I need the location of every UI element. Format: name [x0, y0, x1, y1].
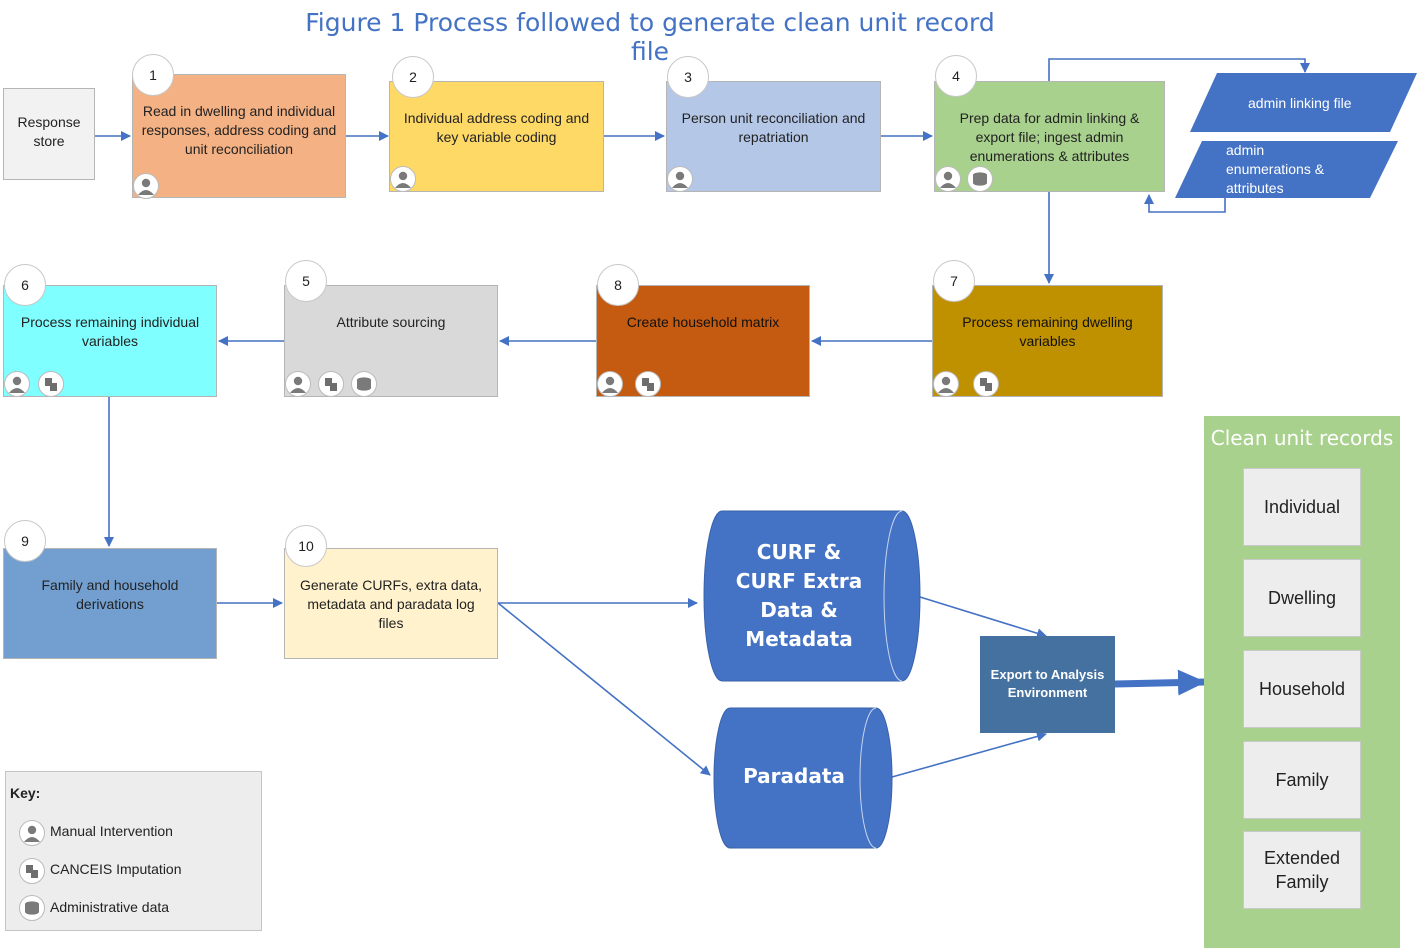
record-dwelling: Dwelling: [1243, 559, 1361, 637]
person-icon: [935, 166, 961, 192]
step-10-text: Generate CURFs, extra data, metadata and…: [299, 577, 483, 631]
database-icon: [19, 895, 45, 921]
record-extended-family: Extended Family: [1243, 831, 1361, 909]
step-2-box: Individual address coding and key variab…: [389, 81, 604, 192]
person-icon: [133, 173, 159, 199]
arrow-export-to-clean: [1114, 669, 1206, 696]
person-icon: [597, 371, 623, 397]
legend-key: Key: Manual Intervention CANCEIS Imputat…: [5, 771, 262, 931]
person-icon: [19, 820, 45, 846]
key-title: Key:: [10, 785, 41, 801]
step-7-box: Process remaining dwelling variables: [932, 285, 1163, 397]
step-8-number: 8: [597, 264, 639, 306]
step-8-text: Create household matrix: [626, 314, 780, 330]
figure-title: Figure 1 Process followed to generate cl…: [305, 8, 995, 66]
record-family: Family: [1243, 741, 1361, 819]
database-icon: [967, 166, 993, 192]
imputation-icon: [973, 371, 999, 397]
step-3-box: Person unit reconciliation and repatriat…: [666, 81, 881, 192]
step-7-number: 7: [933, 260, 975, 302]
admin-linking-file-shape: [1190, 73, 1417, 132]
admin-linking-file-label: admin linking file: [1248, 95, 1352, 111]
person-icon: [667, 166, 693, 192]
step-4-number: 4: [935, 55, 977, 97]
step-7-text: Process remaining dwelling variables: [962, 314, 1133, 349]
step-9-number: 9: [4, 520, 46, 562]
step-6-text: Process remaining individual variables: [20, 314, 200, 349]
step-6-box: Process remaining individual variables: [3, 285, 217, 397]
step-5-text: Attribute sourcing: [336, 314, 446, 330]
curf-cylinder-label: CURF & CURF Extra Data & Metadata: [735, 540, 863, 651]
step-9-box: Family and household derivations: [3, 548, 217, 659]
person-icon: [4, 371, 30, 397]
imputation-icon: [635, 371, 661, 397]
imputation-icon: [318, 371, 344, 397]
person-icon: [933, 371, 959, 397]
step-8-box: Create household matrix: [596, 285, 810, 397]
key-canceis-label: CANCEIS Imputation: [50, 861, 182, 877]
key-admin-label: Administrative data: [50, 899, 170, 915]
admin-enumerations-label: admin enumerations & attributes: [1226, 142, 1325, 196]
step-10-box: Generate CURFs, extra data, metadata and…: [284, 548, 498, 659]
person-icon: [285, 371, 311, 397]
response-store-label: Response store: [17, 114, 81, 149]
clean-unit-records-title: Clean unit records: [1210, 426, 1394, 450]
step-6-number: 6: [4, 264, 46, 306]
step-3-text: Person unit reconciliation and repatriat…: [681, 110, 866, 145]
response-store-box: Response store: [3, 88, 95, 180]
record-household: Household: [1243, 650, 1361, 728]
export-box: Export to Analysis Environment: [980, 636, 1115, 733]
step-3-number: 3: [667, 56, 709, 98]
record-individual: Individual: [1243, 468, 1361, 546]
step-1-box: Read in dwelling and individual response…: [132, 74, 346, 198]
database-icon: [351, 371, 377, 397]
arrow-curf-to-export: [919, 596, 1047, 639]
admin-enumerations-shape: [1175, 141, 1398, 198]
step-5-number: 5: [285, 260, 327, 302]
paradata-cylinder-label: Paradata: [743, 764, 845, 788]
step-5-box: Attribute sourcing: [284, 285, 498, 397]
arrow-admin-enum-to-4: [1144, 194, 1226, 213]
step-1-text: Read in dwelling and individual response…: [141, 103, 337, 157]
arrow-paradata-to-export: [891, 731, 1047, 778]
step-2-text: Individual address coding and key variab…: [403, 110, 590, 145]
step-4-text: Prep data for admin linking & export fil…: [959, 110, 1140, 164]
arrow-10-to-paradata: [497, 602, 711, 776]
step-10-number: 10: [285, 525, 327, 567]
person-icon: [390, 166, 416, 192]
imputation-icon: [19, 858, 45, 884]
step-2-number: 2: [392, 56, 434, 98]
key-manual-label: Manual Intervention: [50, 823, 173, 839]
step-9-text: Family and household derivations: [41, 577, 179, 612]
step-4-box: Prep data for admin linking & export fil…: [934, 81, 1165, 192]
clean-unit-records-panel: Clean unit records Individual Dwelling H…: [1204, 416, 1400, 948]
arrow-4-to-admin-file: [1048, 58, 1310, 82]
imputation-icon: [38, 371, 64, 397]
step-1-number: 1: [132, 54, 174, 96]
